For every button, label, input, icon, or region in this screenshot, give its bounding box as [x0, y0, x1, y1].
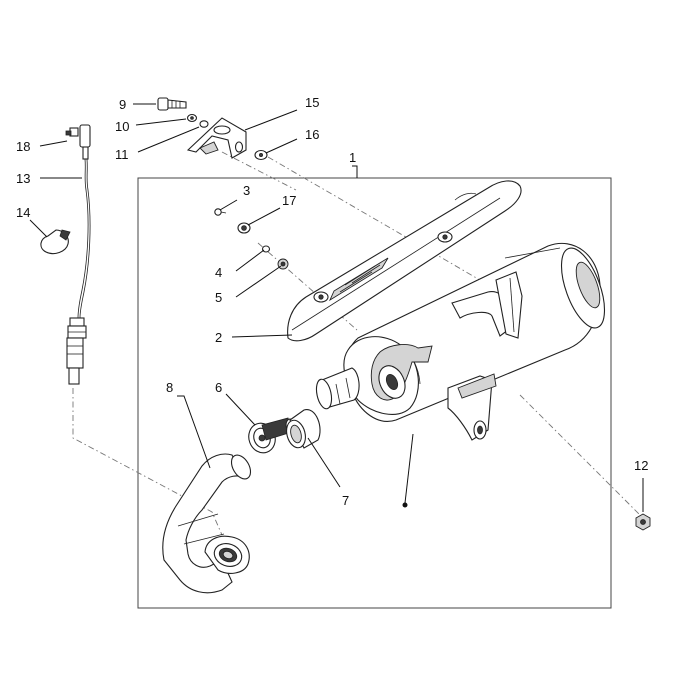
- callout-11: 11: [115, 147, 129, 162]
- pipe-clamp: [248, 417, 295, 454]
- reference-dot: [402, 502, 408, 508]
- callout-4: 4: [215, 265, 222, 280]
- heat-shield: [287, 180, 522, 342]
- lambda-sensor: [65, 124, 91, 385]
- cable-tie: [40, 229, 71, 255]
- callout-9: 9: [119, 97, 126, 112]
- washer-11: [199, 120, 209, 128]
- leader-lines: [29, 103, 644, 512]
- gasket-sleeve: [286, 409, 321, 449]
- callout-13: 13: [16, 171, 30, 186]
- washer-10: [186, 113, 198, 123]
- screw-3: [214, 208, 227, 216]
- assembly-frame: [137, 177, 612, 609]
- callout-3: 3: [243, 183, 250, 198]
- nut-12: [635, 513, 651, 531]
- shield-bracket: [186, 117, 247, 159]
- washer-16: [254, 149, 268, 161]
- bolt-9: [157, 97, 187, 111]
- callout-6: 6: [215, 380, 222, 395]
- callout-10: 10: [115, 119, 129, 134]
- callout-8: 8: [166, 380, 173, 395]
- washer-4: [261, 245, 271, 253]
- callout-18: 18: [16, 139, 30, 154]
- grommet-17: [237, 222, 251, 234]
- callout-17: 17: [282, 193, 296, 208]
- callout-16: 16: [305, 127, 319, 142]
- callout-5: 5: [215, 290, 222, 305]
- callout-1: 1: [349, 150, 356, 165]
- callout-labels: 9 10 11 15 16 1 18 13 14 3 17 4 5 2 6 8 …: [16, 95, 648, 508]
- exhaust-pipe: [162, 453, 252, 594]
- callout-15: 15: [305, 95, 319, 110]
- callout-12: 12: [634, 458, 648, 473]
- callout-14: 14: [16, 205, 30, 220]
- callout-7: 7: [342, 493, 349, 508]
- muffler: [315, 242, 606, 508]
- callout-2: 2: [215, 330, 222, 345]
